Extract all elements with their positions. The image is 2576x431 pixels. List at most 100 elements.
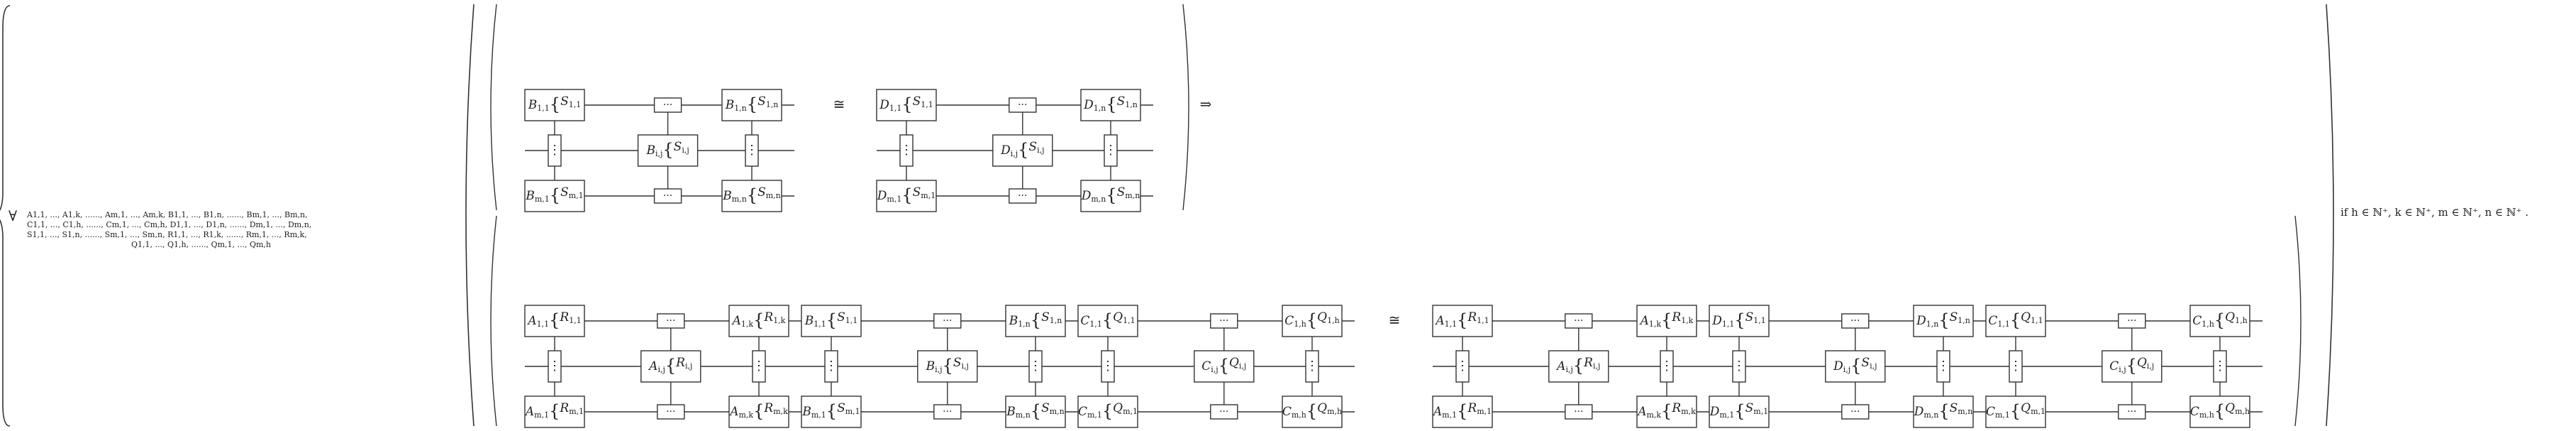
concl-left-c-hdots-box-0: [1210, 313, 1238, 329]
concl-left-c-mid-box: [1194, 350, 1255, 383]
premise-right-vdots-0: ⋮: [900, 143, 913, 158]
concl-right-c-tr-box: [2189, 305, 2250, 337]
concl-left-c-vdots-box-1: [1305, 350, 1319, 383]
premise-left-br-box: [721, 180, 782, 212]
concl-right-b-bl-label: Dm,1{Sm,1: [1709, 401, 1768, 421]
premise-right-mid-box: [992, 134, 1053, 167]
premise-left-mid-box: [637, 134, 699, 167]
concl-right-c-hdots-box-0: [2118, 313, 2146, 329]
premise-left-hdots-box-1: [653, 188, 682, 204]
concl-left-c-bl-label: Cm,1{Qm,1: [1078, 401, 1138, 421]
concl-left-b-hdots-box-1: [933, 404, 962, 420]
premise-right-br-box: [1080, 180, 1141, 212]
forall-symbol: ∀: [9, 207, 18, 224]
concl-right-a-vdots-box-0: [1455, 350, 1470, 383]
concl-right-b-hdots-0: ···: [1850, 315, 1860, 327]
concl-left-a-hdots-0: ···: [666, 315, 675, 327]
concl-right-c-hdots-0: ···: [2127, 315, 2136, 327]
concl-right-c-vdots-box-1: [2213, 350, 2227, 383]
concl-right-b-hdots-1: ···: [1850, 406, 1860, 418]
concl-right-c-vdots-1: ⋮: [2214, 359, 2226, 373]
concl-left-b-tl-label: B1,1{S1,1: [804, 310, 857, 330]
premise-left-tl-label: B1,1{S1,1: [528, 94, 581, 114]
concl-right-a-bl-box: [1432, 395, 1493, 428]
premise-left-bl-label: Bm,1{Sm,1: [525, 185, 583, 205]
premise-left-hdots-1: ···: [663, 190, 672, 202]
premise-right-bl-box: [876, 180, 937, 212]
concl-left-a-tl-label: A1,1{R1,1: [526, 310, 581, 330]
concl-left-b-tl-box: [801, 305, 862, 337]
concl-left-a-hdots-box-0: [657, 313, 685, 329]
premise-left-tr-label: B1,n{S1,n: [725, 94, 779, 114]
concl-right-c-mid-box: [2102, 350, 2163, 383]
concl-right-c-br-label: Cm,h{Qm,h: [2190, 401, 2250, 421]
premise-right-hdots-box-0: [1009, 97, 1037, 113]
concl-right-a-tr-label: A1,k{R1,k: [1639, 310, 1694, 330]
outer-brace-left: [0, 5, 11, 427]
premise-right-hdots-box-1: [1009, 188, 1037, 204]
concl-right-c-vdots-box-0: [2009, 350, 2023, 383]
concl-left-b-br-label: Bm,n{Sm,n: [1006, 401, 1064, 421]
variable-list-line-1: A1,1, ..., A1,k, ......, Am,1, ..., Am,k…: [27, 210, 308, 219]
concl-right-c-tl-label: C1,1{Q1,1: [1988, 310, 2043, 330]
premise-right-br-label: Dm,n{Sm,n: [1081, 185, 1140, 205]
concl-left-a-bl-label: Am,1{Rm,1: [524, 401, 584, 421]
concl-left-b-hdots-1: ···: [943, 406, 952, 418]
condition-text: if h ∈ ℕ⁺, k ∈ ℕ⁺, m ∈ ℕ⁺, n ∈ ℕ⁺ .: [2341, 206, 2528, 219]
concl-right-b-tr-label: D1,n{S1,n: [1916, 310, 1970, 330]
premise-left-hdots-box-0: [653, 97, 682, 113]
concl-right-c-vdots-0: ⋮: [2009, 359, 2022, 373]
concl-right-c-hdots-1: ···: [2127, 406, 2136, 418]
premise-left-bl-box: [524, 180, 585, 212]
premise-left-mid-label: Bi,j{Si,j: [645, 140, 689, 160]
concl-right-a-mid-label: Ai,j{Ri,j: [1555, 356, 1600, 376]
concl-right-b-vdots-box-1: [1936, 350, 1950, 383]
concl-right-b-vdots-box-0: [1732, 350, 1746, 383]
premise-left-vdots-box-0: [548, 134, 562, 167]
premise-right-hdots-0: ···: [1018, 99, 1027, 111]
concl-left-c-tr-label: C1,h{Q1,h: [1284, 310, 1339, 330]
concl-left-c-bl-box: [1077, 395, 1138, 428]
conclusion-paren-right: [2294, 215, 2302, 427]
premise-left-vdots-0: ⋮: [548, 143, 561, 158]
concl-left-c-hdots-1: ···: [1219, 406, 1228, 418]
concl-left-b-hdots-0: ···: [943, 315, 952, 327]
concl-right-a-vdots-1: ⋮: [1660, 359, 1673, 373]
concl-left-a-hdots-box-1: [657, 404, 685, 420]
concl-right-a-bl-label: Am,1{Rm,1: [1432, 401, 1492, 421]
concl-right-a-vdots-box-1: [1660, 350, 1674, 383]
concl-left-a-br-box: [728, 395, 789, 428]
concl-right-b-br-label: Dm,n{Sm,n: [1914, 401, 1973, 421]
concl-right-b-bl-box: [1709, 395, 1770, 428]
concl-right-a-tl-label: A1,1{R1,1: [1434, 310, 1489, 330]
premise-paren-left: [490, 4, 497, 211]
concl-right-c-tr-label: C1,h{Q1,h: [2192, 310, 2247, 330]
concl-left-b-hdots-box-0: [933, 313, 962, 329]
concl-left-b-vdots-1: ⋮: [1029, 359, 1042, 373]
concl-left-c-vdots-box-0: [1101, 350, 1115, 383]
premise-left-hdots-0: ···: [663, 99, 672, 111]
concl-right-b-tr-box: [1913, 305, 1974, 337]
concl-right-c-mid-label: Ci,j{Qi,j: [2109, 356, 2154, 376]
concl-right-a-hdots-box-0: [1565, 313, 1593, 329]
concl-right-b-vdots-0: ⋮: [1733, 359, 1745, 373]
concl-left-b-bl-box: [801, 395, 862, 428]
premise-right-vdots-1: ⋮: [1104, 143, 1117, 158]
concl-left-a-vdots-1: ⋮: [753, 359, 765, 373]
concl-right-a-tr-box: [1636, 305, 1697, 337]
premise-right-tr-box: [1080, 89, 1141, 121]
concl-left-a-vdots-box-0: [548, 350, 562, 383]
concl-right-c-br-box: [2189, 395, 2250, 428]
concl-right-b-mid-box: [1825, 350, 1886, 383]
concl-right-a-hdots-box-1: [1565, 404, 1593, 420]
concl-right-b-vdots-1: ⋮: [1937, 359, 1950, 373]
concl-left-c-hdots-0: ···: [1219, 315, 1228, 327]
concl-right-c-hdots-box-1: [2118, 404, 2146, 420]
premise-left-tr-box: [721, 89, 782, 121]
concl-right-c-bl-label: Cm,1{Qm,1: [1986, 401, 2045, 421]
concl-left-c-hdots-box-1: [1210, 404, 1238, 420]
premise-right-vdots-box-0: [899, 134, 914, 167]
premise-left-br-label: Bm,n{Sm,n: [722, 185, 780, 205]
concl-right-a-mid-box: [1548, 350, 1609, 383]
